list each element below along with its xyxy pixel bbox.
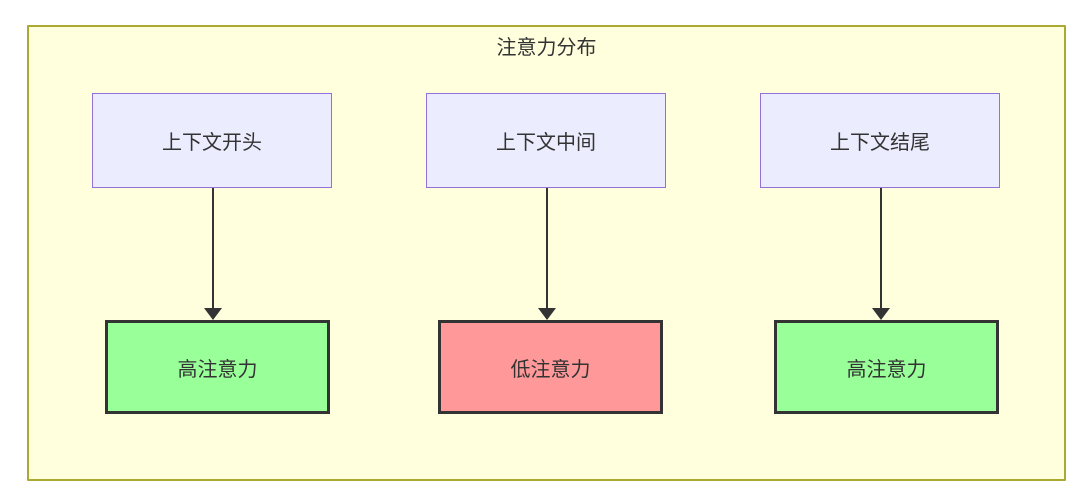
source-box-label: 上下文结尾 [830,132,930,154]
source-box-context-middle: 上下文中间 [426,93,666,188]
target-box-label: 高注意力 [177,358,258,381]
source-box-label: 上下文中间 [496,132,596,154]
arrow-line [212,188,214,309]
diagram-title: 注意力分布 [496,37,597,59]
source-box-context-end: 上下文结尾 [760,93,1000,188]
arrow-line [880,188,882,309]
target-box-high-attention-1: 高注意力 [105,320,330,414]
source-box-label: 上下文开头 [162,132,262,154]
source-box-context-start: 上下文开头 [92,93,332,188]
arrow-head [204,308,222,320]
arrow-down-icon [204,188,222,320]
arrow-head [872,308,890,320]
target-box-label: 高注意力 [846,358,927,381]
target-box-low-attention: 低注意力 [438,320,663,414]
arrow-line [546,188,548,309]
target-box-high-attention-2: 高注意力 [774,320,999,414]
arrow-down-icon [872,188,890,320]
attention-distribution-container: 注意力分布 上下文开头 高注意力 上下文中间 低注意力 上下文结尾 [27,25,1066,481]
target-box-label: 低注意力 [510,358,591,381]
arrow-head [538,308,556,320]
arrow-down-icon [538,188,556,320]
